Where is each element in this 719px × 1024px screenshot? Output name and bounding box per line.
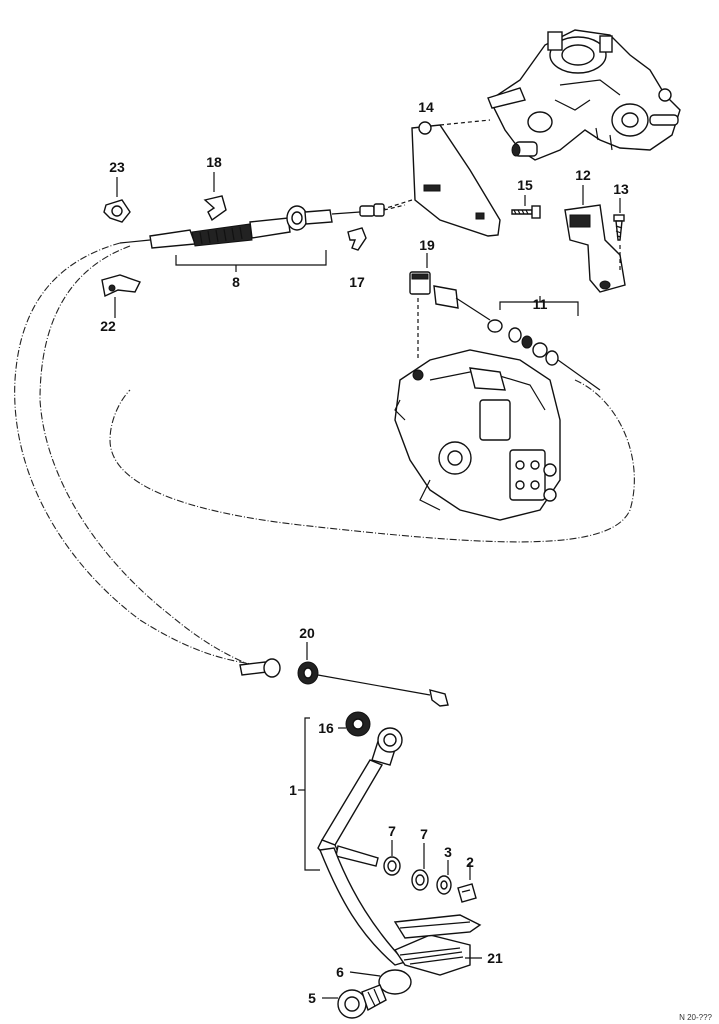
- label-18: 18: [206, 154, 222, 170]
- label-8: 8: [232, 274, 240, 290]
- bracket-14: [379, 119, 501, 237]
- label-21: 21: [487, 950, 503, 966]
- label-1: 1: [289, 782, 297, 798]
- bracket-12: [564, 185, 626, 293]
- label-20: 20: [299, 625, 315, 641]
- label-12: 12: [575, 167, 591, 183]
- cable-end-20: [239, 642, 449, 707]
- label-5: 5: [308, 990, 316, 1006]
- bushing-7a: [383, 840, 401, 876]
- washer-3: [436, 860, 452, 895]
- label-19: 19: [419, 237, 435, 253]
- plate-6: [349, 969, 412, 995]
- label-22: 22: [100, 318, 116, 334]
- label-17: 17: [349, 274, 365, 290]
- label-11: 11: [533, 296, 548, 312]
- accelerator-cable-outer: [14, 242, 261, 666]
- bolt-15: [511, 195, 541, 219]
- label-7b: 7: [420, 826, 428, 842]
- carburettor: [487, 29, 681, 161]
- injection-pump: [394, 349, 561, 521]
- label-7a: 7: [388, 823, 396, 839]
- pedal-stop-5: [322, 984, 387, 1019]
- label-16: 16: [318, 720, 334, 736]
- bushing-7b: [411, 843, 429, 891]
- pedal-assembly: [298, 711, 482, 976]
- drawing-code: N 20-???: [679, 1013, 712, 1022]
- label-15: 15: [517, 177, 533, 193]
- clip-18: [203, 172, 227, 222]
- clip-2: [457, 862, 477, 903]
- label-13: 13: [613, 181, 629, 197]
- label-6: 6: [336, 964, 344, 980]
- connector-19: [409, 253, 491, 360]
- label-14: 14: [418, 99, 434, 115]
- accelerator-cable-inner: [39, 245, 256, 668]
- label-3: 3: [444, 844, 452, 860]
- label-2: 2: [466, 854, 474, 870]
- clip-23: [103, 177, 131, 223]
- label-23: 23: [109, 159, 125, 175]
- bracket-22: [101, 274, 141, 318]
- clip-17: [347, 227, 367, 251]
- cable-8-assembly: [119, 203, 406, 272]
- cable-fittings-11: [487, 296, 601, 391]
- pump-cable-loop: [109, 379, 635, 543]
- screw-13: [613, 198, 625, 270]
